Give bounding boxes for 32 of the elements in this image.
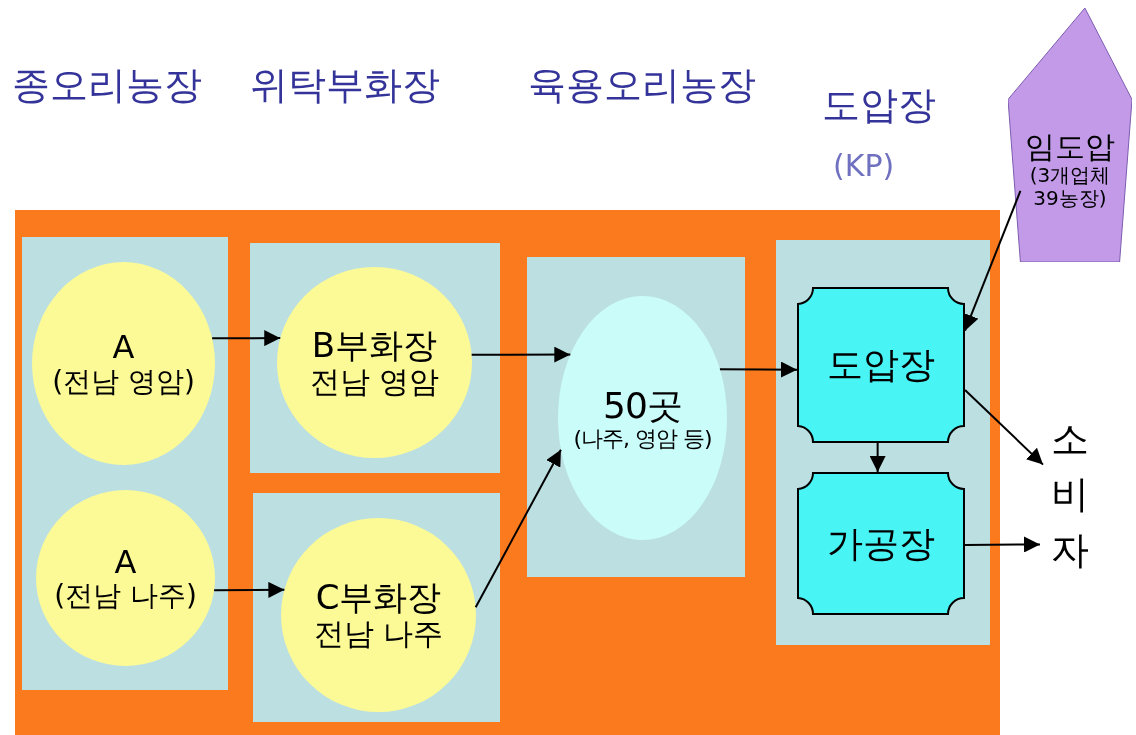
node-text: A [112,329,135,366]
arrow [964,388,1044,466]
arrow [211,330,282,347]
column-heading: 위탁부화장 [250,62,440,109]
node-text: 도압장 [827,344,935,386]
column-heading: 종오리농장 [12,62,202,109]
contractor-pentagon [1008,8,1132,262]
column-heading: 도압장 [822,82,936,129]
node-text: 전남 영암 [309,364,440,400]
node-text: (3개업체 39농장) [1028,164,1112,211]
arrow [963,189,1022,332]
node-text: 전남 나주 [313,617,444,652]
node-text: B부화장 [311,325,438,365]
column-heading: (KP) [833,148,895,183]
slaughterhouse-box [797,287,965,443]
processing-plant-box [797,472,965,615]
node-text: A [114,543,137,581]
node-text: 50곳 [603,384,682,427]
node-text: (나주, 영암 등) [573,426,712,452]
node-text: C부화장 [315,578,442,618]
arrow [964,536,1041,553]
arrow [474,448,562,609]
arrow [470,346,572,363]
node-text: (전남 나주) [54,580,197,613]
arrow [718,361,798,378]
column-heading: 육용오리농장 [528,62,756,109]
node-text: 소비자 [1050,416,1090,574]
node-text: 임도압 [1025,129,1115,165]
arrow [869,442,886,473]
node-text: (전남 영암) [52,365,195,398]
node-text: 가공장 [827,522,935,565]
arrow [213,581,286,598]
